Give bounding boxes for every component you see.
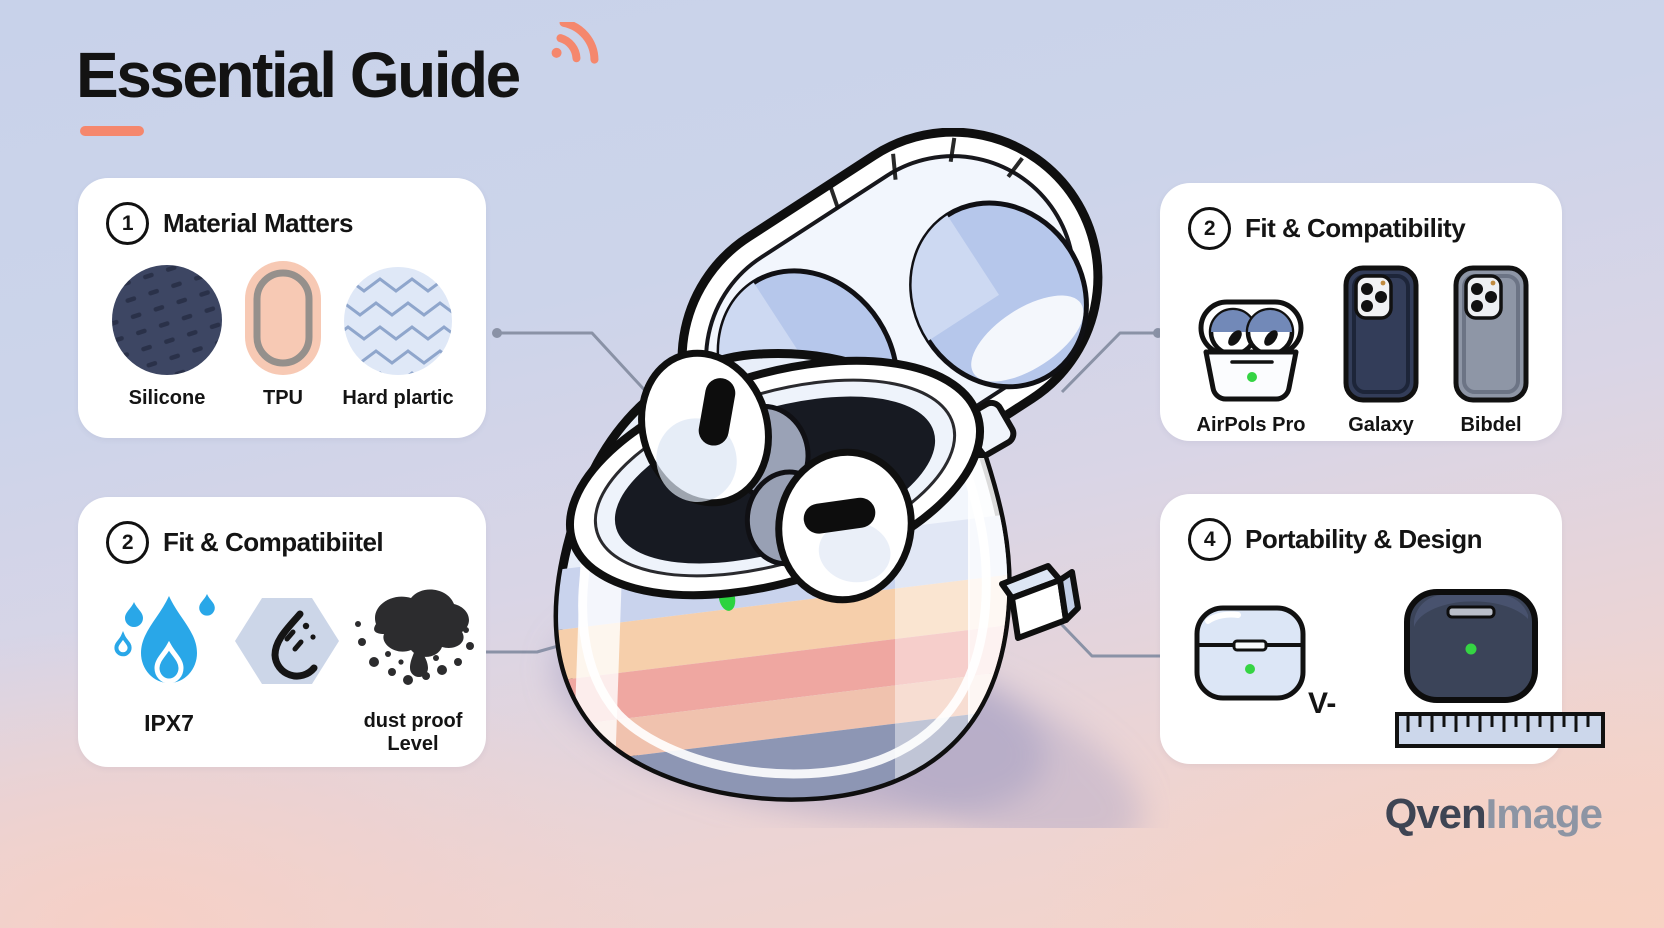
card-portability-design: 4 Portability & Design V- [1160,494,1606,764]
lid-recess-right [909,200,1089,390]
fit-label: Galaxy [1348,414,1414,436]
portability-item-dark-case [1336,587,1606,751]
ruler-icon [1395,712,1606,748]
card-protection: 2 Fit & Compatibiitel IPX7 [78,497,486,767]
protection-item-dustproof: dust proof Level [346,578,480,756]
portability-item-light-case [1192,603,1308,703]
material-item-tpu: TPU [243,259,323,410]
fit-label: AirPols Pro [1196,414,1306,436]
wifi-icon [551,22,599,64]
watermark-bold: Qven [1384,790,1487,837]
step-number-badge: 1 [106,202,149,245]
card-material-title-row: 1 Material Matters [106,202,458,245]
material-label: Silicone [128,387,206,409]
earbuds-case-illustration [553,128,1143,828]
step-number-badge: 2 [106,521,149,564]
tpu-swatch-icon [245,261,321,375]
versus-label: V- [1308,687,1337,720]
card-title-text: Fit & Compatibility [1245,213,1466,243]
card-material-matters: 1 Material Matters Silicon [78,178,486,438]
title-underline [80,126,144,136]
dust-cloud-icon [355,589,474,685]
airpods-case-icon [1198,299,1304,402]
material-label: TPU [263,387,303,409]
dark-case-icon [1404,589,1539,703]
fit-item-airpods: AirPols Pro [1192,264,1310,437]
step-number-badge: 4 [1188,518,1231,561]
earbud-left [638,349,811,507]
protection-item-resistance [228,578,346,700]
material-item-hard-plastic: Hard plartic [342,259,454,410]
protection-label: IPX7 [144,710,194,736]
protection-label: dust proof Level [363,710,463,755]
card-title-text: Portability & Design [1245,524,1483,554]
card-title-text: Fit & Compatibiitel [163,527,384,557]
material-item-silicone: Silicone [110,259,224,410]
card-fit-compatibility: 2 Fit & Compatibility [1160,183,1562,441]
watermark-light: Image [1485,790,1603,837]
case-latch [999,563,1081,641]
light-case-icon [1194,605,1306,701]
fit-item-other-phone: Bibdel [1452,264,1530,437]
protection-item-waterproof: IPX7 [110,578,228,736]
galaxy-phone-icon [1343,265,1419,403]
connector-material [497,331,652,398]
phone-icon [1453,265,1529,403]
earbud-right [744,448,915,604]
card-fit-title-row: 2 Fit & Compatibility [1188,207,1534,250]
card-portability-title-row: 4 Portability & Design [1188,518,1534,561]
fit-item-galaxy: Galaxy [1342,264,1420,437]
fit-label: Bibdel [1460,414,1522,436]
material-label: Hard plartic [342,387,454,409]
silicone-swatch-icon [112,265,222,375]
watermark: QvenImage [1384,790,1603,838]
water-drops-icon [114,594,215,684]
page-title: Essential Guide [76,39,521,111]
hard-plastic-swatch-icon [344,267,452,375]
step-number-badge: 2 [1188,207,1231,250]
card-protection-title-row: 2 Fit & Compatibiitel [106,521,458,564]
card-title-text: Material Matters [163,208,353,238]
droplet-hexagon-icon [235,598,339,684]
connector-fit [1060,331,1158,394]
